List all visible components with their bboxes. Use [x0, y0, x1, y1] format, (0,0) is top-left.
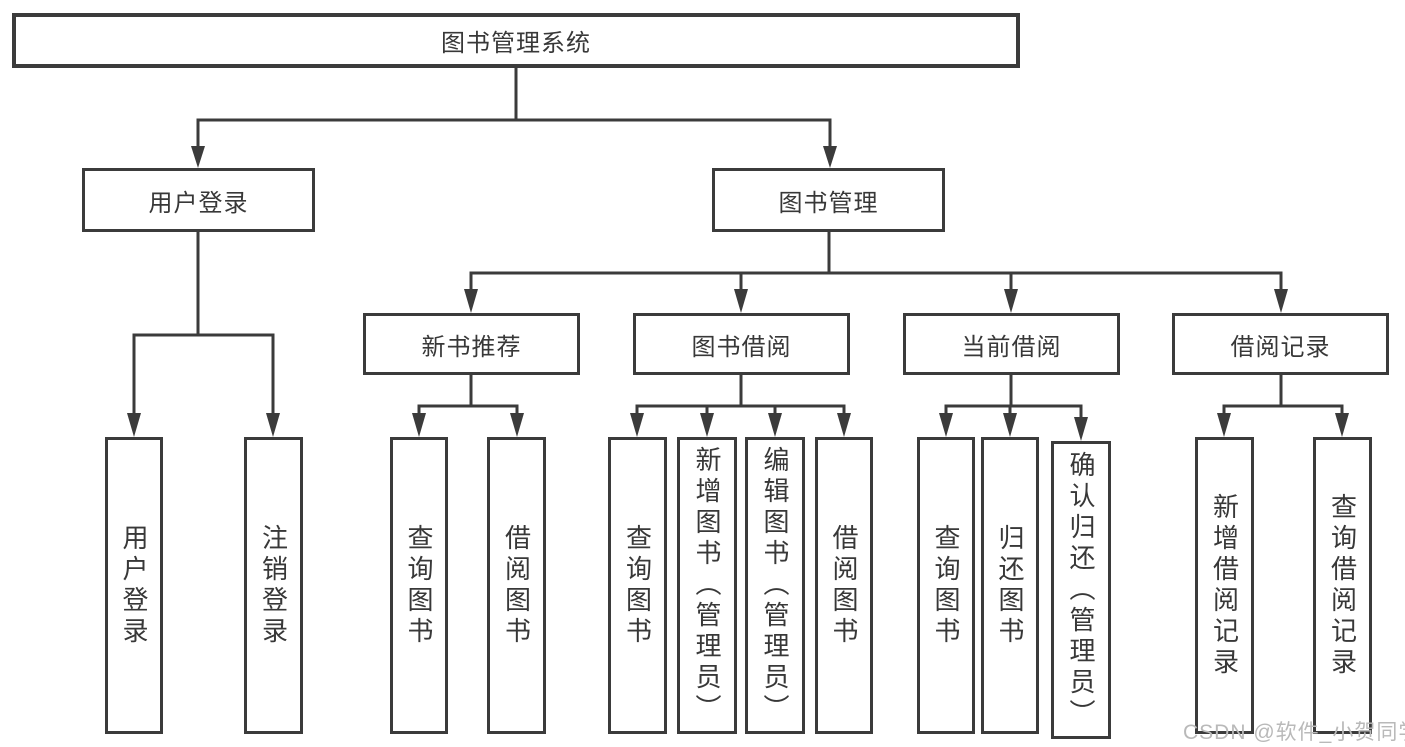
leaf-query-books: 查询图书 — [917, 437, 975, 734]
connector-borrow-record-children — [1217, 375, 1349, 437]
node-book-borrow: 图书借阅 — [633, 313, 850, 375]
connector-book-mgmt-children — [464, 232, 1288, 313]
csdn-watermark: CSDN @软件_小贺同学 — [1183, 721, 1405, 744]
leaf-query-borrow-record: 查询借阅记录 — [1313, 437, 1372, 734]
connector-new-book-children — [412, 375, 524, 437]
leaf-logout: 注销登录 — [244, 437, 303, 734]
leaf-label: 新增借阅记录 — [1209, 492, 1240, 679]
leaf-label: 用户登录 — [119, 523, 149, 648]
node-label: 用户登录 — [148, 189, 249, 217]
leaf-add-books-admin: 新增图书（管理员） — [677, 437, 737, 734]
node-library-system: 图书管理系统 — [12, 13, 1020, 68]
node-new-book-recommend: 新书推荐 — [363, 313, 580, 375]
leaf-label: 借阅图书 — [501, 523, 532, 648]
connector-current-borrow-children — [939, 375, 1088, 441]
leaf-confirm-return-admin: 确认归还（管理员） — [1051, 441, 1111, 739]
node-label: 图书管理系统 — [441, 30, 591, 57]
leaf-query-books: 查询图书 — [608, 437, 667, 734]
leaf-label: 归还图书 — [995, 523, 1025, 648]
leaf-label: 借阅图书 — [829, 523, 859, 648]
leaf-edit-books-admin: 编辑图书（管理员） — [745, 437, 805, 734]
leaf-label: 注销登录 — [258, 523, 289, 648]
leaf-label: 新增图书（管理员） — [692, 446, 722, 725]
leaf-borrow-books: 借阅图书 — [487, 437, 546, 734]
node-label: 当前借阅 — [961, 333, 1062, 361]
node-label: 图书管理 — [778, 189, 879, 217]
node-user-login: 用户登录 — [82, 168, 315, 232]
leaf-user-login: 用户登录 — [105, 437, 163, 734]
leaf-label: 查询图书 — [931, 523, 961, 648]
node-label: 新书推荐 — [421, 333, 522, 361]
leaf-label: 确认归还（管理员） — [1066, 450, 1096, 730]
connector-book-borrow-children — [630, 375, 851, 437]
node-label: 借阅记录 — [1230, 333, 1331, 361]
leaf-borrow-books: 借阅图书 — [815, 437, 873, 734]
connector-root-to-level2 — [191, 68, 837, 168]
node-borrow-record: 借阅记录 — [1172, 313, 1389, 375]
node-current-borrow: 当前借阅 — [903, 313, 1120, 375]
leaf-label: 编辑图书（管理员） — [760, 446, 790, 725]
leaf-add-borrow-record: 新增借阅记录 — [1195, 437, 1254, 734]
leaf-return-books: 归还图书 — [981, 437, 1039, 734]
connector-user-login-children — [127, 232, 280, 437]
leaf-label: 查询借阅记录 — [1327, 492, 1358, 679]
leaf-label: 查询图书 — [404, 523, 434, 648]
leaf-query-books: 查询图书 — [390, 437, 448, 734]
node-label: 图书借阅 — [691, 333, 792, 361]
leaf-label: 查询图书 — [622, 523, 653, 648]
node-book-management: 图书管理 — [712, 168, 945, 232]
